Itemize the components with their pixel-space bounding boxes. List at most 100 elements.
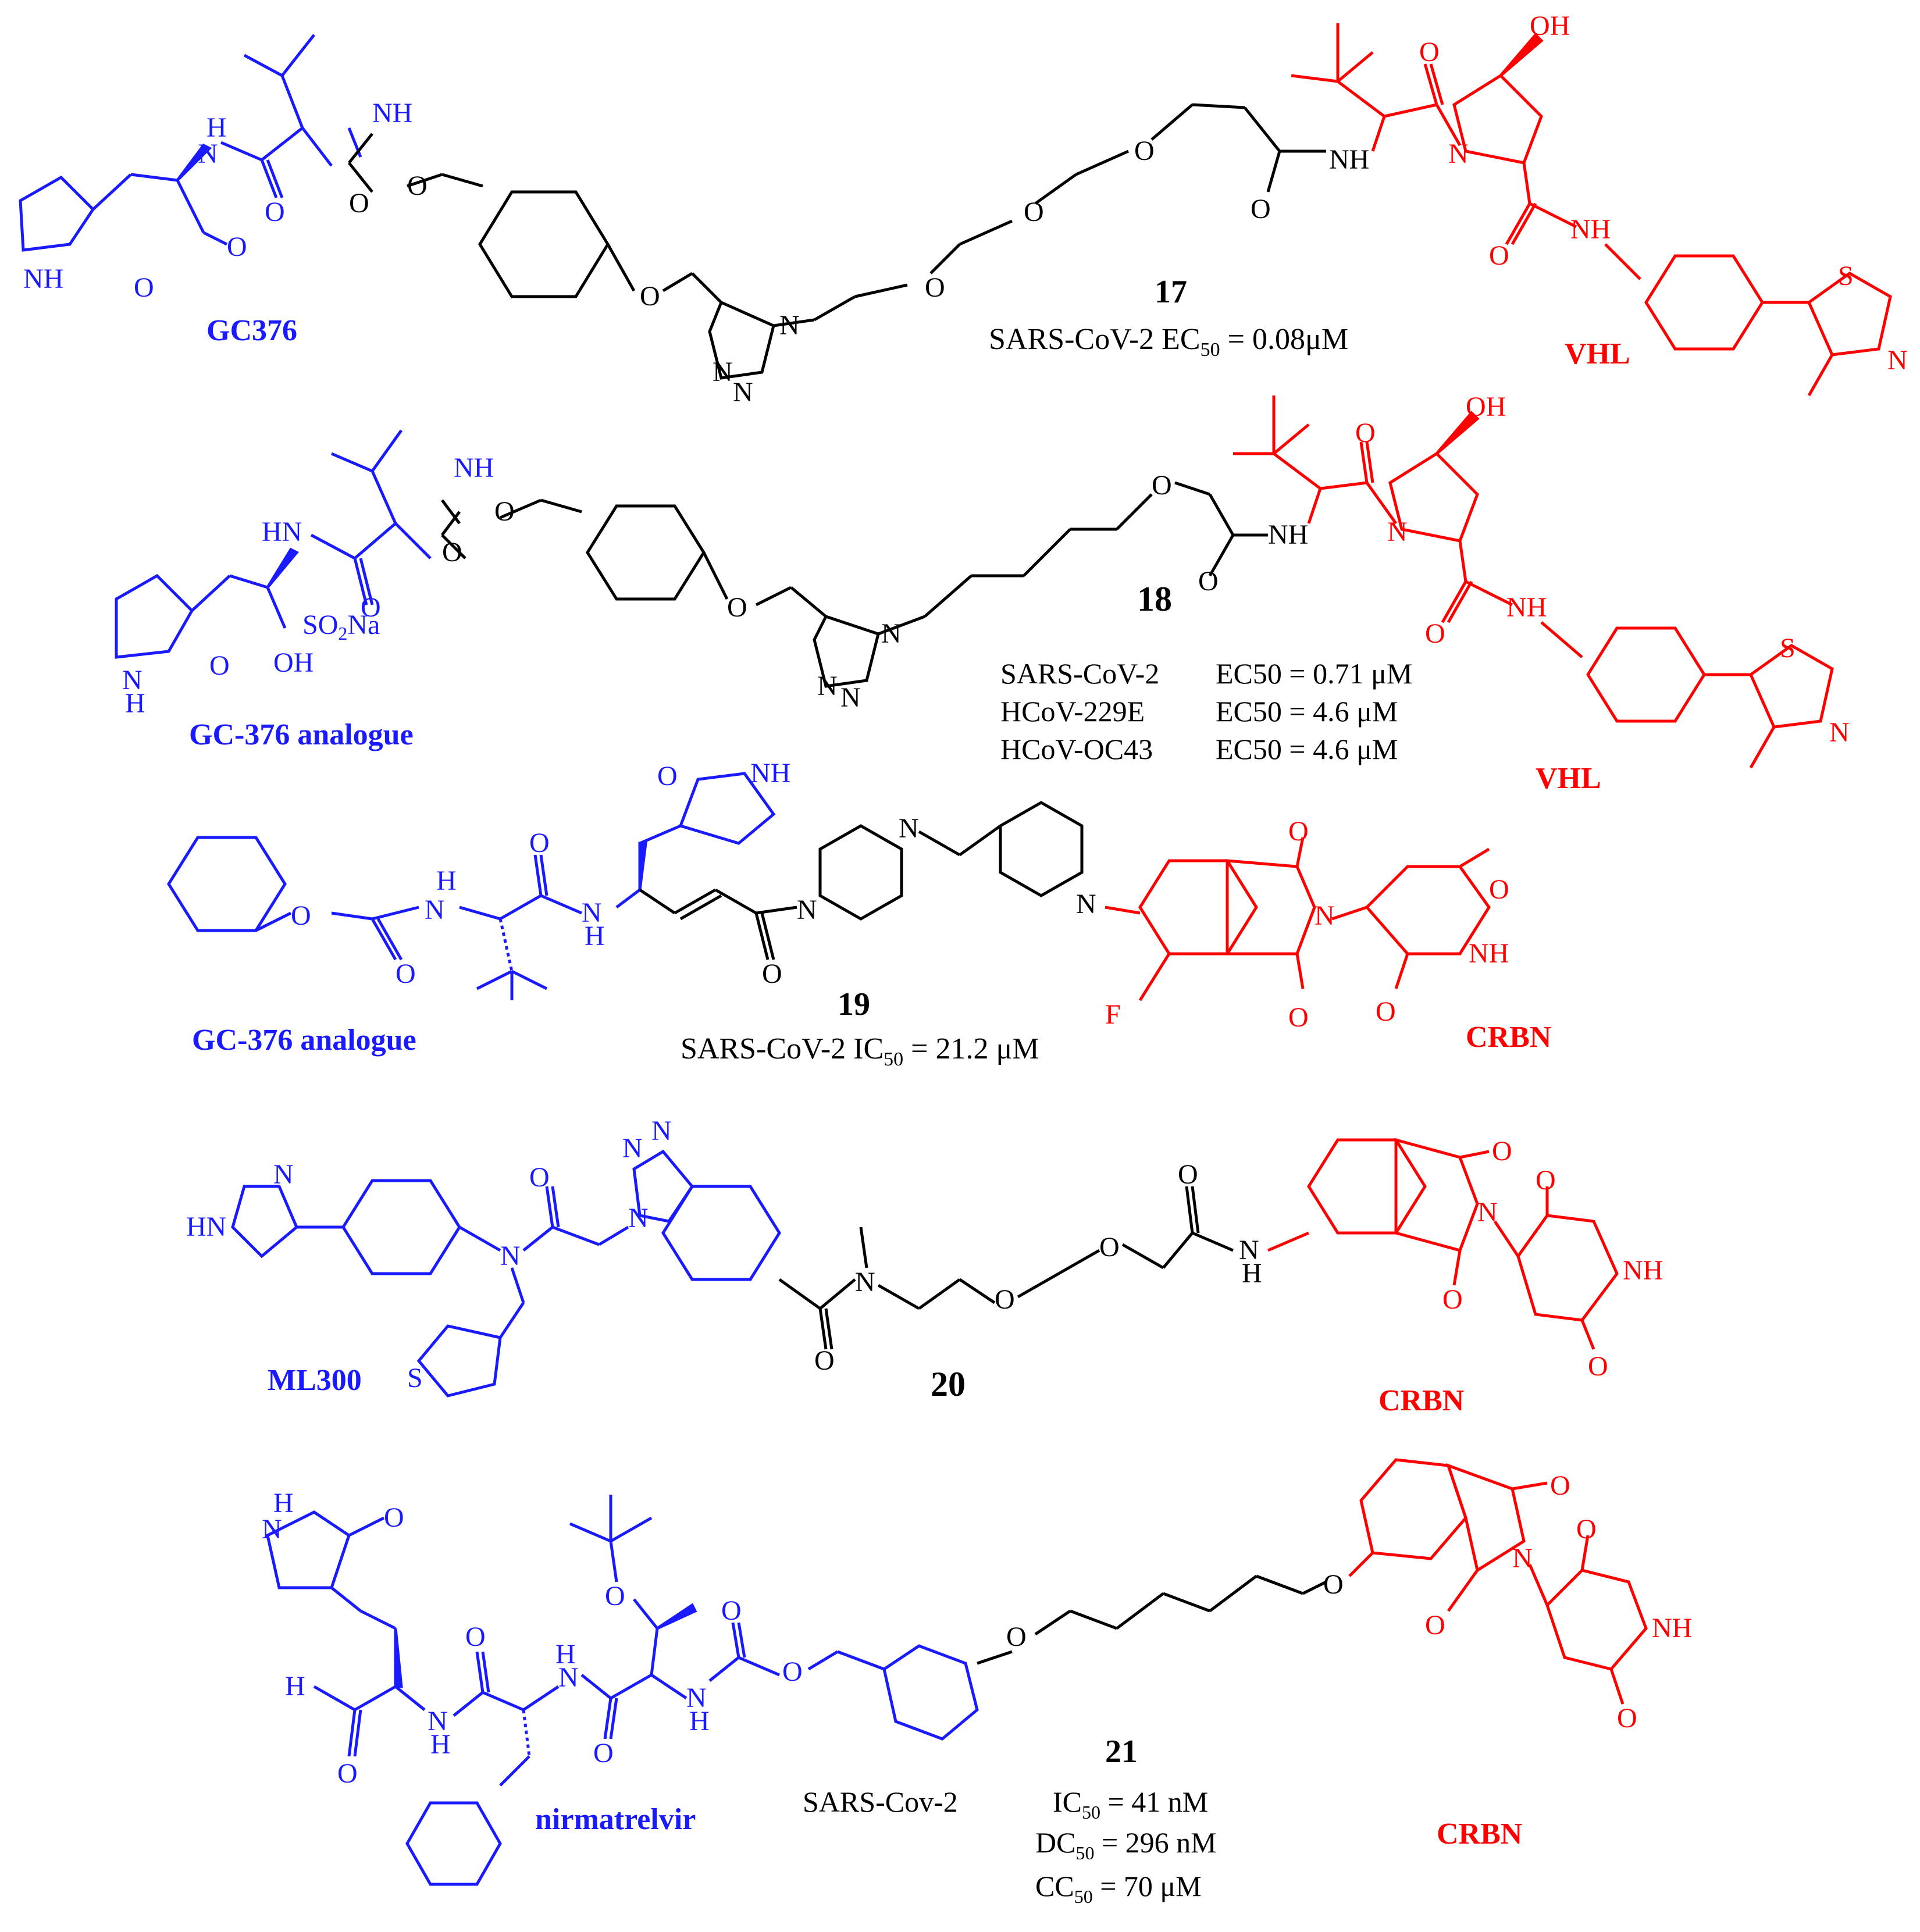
- atom-o: O: [814, 1345, 835, 1376]
- atom-hn: HN: [262, 516, 302, 547]
- atom-o: O: [1376, 996, 1396, 1027]
- atom-h: H: [555, 1639, 576, 1670]
- piperidine-ring: [999, 801, 1084, 897]
- atom-o: O: [384, 1502, 404, 1533]
- wedge-bond: [394, 1628, 403, 1688]
- atom-o: O: [657, 761, 678, 792]
- activity-line: SARS-CoV-2 IC50 = 21.2 μM: [681, 1032, 1039, 1070]
- activity-metric: EC50: [1216, 733, 1282, 765]
- thiazole-ring: [1807, 272, 1892, 357]
- compound-20: N HN N O S N N N ML300: [186, 1115, 1663, 1417]
- compound-number: 18: [1137, 580, 1172, 618]
- atom-o: O: [227, 231, 247, 262]
- activity-target: SARS-Cov-2: [803, 1785, 958, 1818]
- imide-ring: [1394, 1138, 1479, 1253]
- activity-subscript: 50: [1201, 339, 1220, 361]
- compound-17: NH O H N O O NH GC376: [19, 10, 1908, 408]
- atom-o: O: [465, 1621, 486, 1652]
- atom-o: O: [925, 272, 945, 303]
- activity-metric: DC: [1035, 1826, 1075, 1859]
- ligase-label: VHL: [1565, 337, 1630, 370]
- ligase-label: CRBN: [1466, 1021, 1551, 1054]
- compound-number: 17: [1155, 274, 1187, 310]
- atom-o: O: [1588, 1351, 1608, 1382]
- atom-h: H: [285, 1671, 305, 1702]
- atom-o: O: [1099, 1232, 1120, 1263]
- atom-o: O: [529, 828, 550, 858]
- compound-19-warhead: [167, 772, 776, 1000]
- warhead-label: ML300: [268, 1364, 362, 1397]
- atom-h: H: [125, 688, 145, 719]
- atom-o: O: [1617, 1703, 1637, 1734]
- atom-n: N: [797, 894, 817, 925]
- atom-h: H: [1242, 1258, 1262, 1289]
- atom-so2na: SO2Na: [302, 609, 380, 644]
- atom-nh: NH: [1652, 1613, 1692, 1644]
- pyrrolidinone-ring: [19, 175, 95, 252]
- atom-o: O: [361, 592, 381, 623]
- atom-n: N: [899, 813, 919, 844]
- warhead-label: GC-376 analogue: [189, 718, 414, 751]
- atom-nh: NH: [372, 98, 412, 129]
- atom-o: O: [721, 1595, 742, 1626]
- benzene-ring: [478, 190, 610, 298]
- atom-nh: NH: [1268, 519, 1308, 550]
- benzene-ring: [341, 1179, 461, 1275]
- atom-h: H: [430, 1729, 451, 1760]
- compound-18-linker: [441, 481, 1268, 688]
- triazole-ring: [632, 1149, 694, 1223]
- atom-nh: NH: [1469, 938, 1509, 969]
- atom-o: O: [1489, 240, 1509, 271]
- benzene-ring: [1307, 1138, 1427, 1235]
- pyrroline-ring: [1388, 451, 1479, 543]
- atom-o: O: [1550, 1470, 1570, 1501]
- atom-s: S: [407, 1363, 423, 1393]
- atom-o: O: [593, 1738, 614, 1769]
- atom-n: N: [428, 1706, 448, 1737]
- atom-n: N: [779, 310, 800, 341]
- atom-nh: N: [122, 665, 143, 696]
- atom-n: N: [840, 682, 861, 713]
- atom-nh: H: [206, 112, 227, 143]
- activity-subscript: 50: [1074, 1886, 1093, 1907]
- activity-line: DC50 = 296 nM: [1035, 1826, 1217, 1863]
- atom-o: O: [640, 281, 660, 312]
- atom-o: O: [762, 958, 782, 989]
- wedge-bond: [1435, 411, 1480, 455]
- activity-subscript: 50: [1082, 1802, 1100, 1823]
- atom-n: N: [651, 1115, 672, 1146]
- atom-n: N: [1315, 900, 1335, 931]
- activity-target: SARS-CoV-2: [989, 323, 1154, 356]
- atom-n: N: [1076, 889, 1096, 919]
- warhead-label: GC-376 analogue: [192, 1024, 416, 1057]
- atom-n: N: [1512, 1543, 1533, 1574]
- atom-n: N: [1448, 138, 1469, 169]
- compound-18: N H O HN O SO2Na OH NH GC-376 analogue: [115, 391, 1850, 795]
- atom-o: O: [349, 188, 369, 219]
- compound-20-warhead: [231, 1149, 781, 1398]
- compound-21-linker: [977, 1574, 1327, 1665]
- atom-o: O: [1288, 1002, 1309, 1033]
- atom-nh: NH: [1570, 214, 1611, 245]
- benzene-ring: [882, 1644, 979, 1741]
- atom-o: O: [529, 1162, 550, 1193]
- ligase-label: CRBN: [1437, 1817, 1522, 1851]
- atom-s: S: [1838, 261, 1854, 291]
- atom-o: O: [995, 1284, 1015, 1315]
- compound-19: O O H N O N H O NH GC-376 analogue O: [167, 758, 1551, 1070]
- atom-o: O: [1425, 618, 1445, 649]
- atom-n: N: [582, 897, 602, 928]
- activity-value: = 0.71 μM: [1282, 657, 1412, 690]
- piperazine-ring: [818, 824, 903, 921]
- activity-line: SARS-CoV-2 EC50 = 0.08μM: [989, 323, 1348, 361]
- activity-value: = 70 μM: [1093, 1870, 1202, 1902]
- atom-n: N: [198, 138, 218, 169]
- atom-oh: OH: [1466, 391, 1506, 422]
- atom-n: N: [1887, 345, 1908, 376]
- compound-19-linker: [639, 801, 1084, 960]
- activity-value: = 4.6 μM: [1282, 733, 1398, 765]
- atom-o: O: [782, 1656, 803, 1687]
